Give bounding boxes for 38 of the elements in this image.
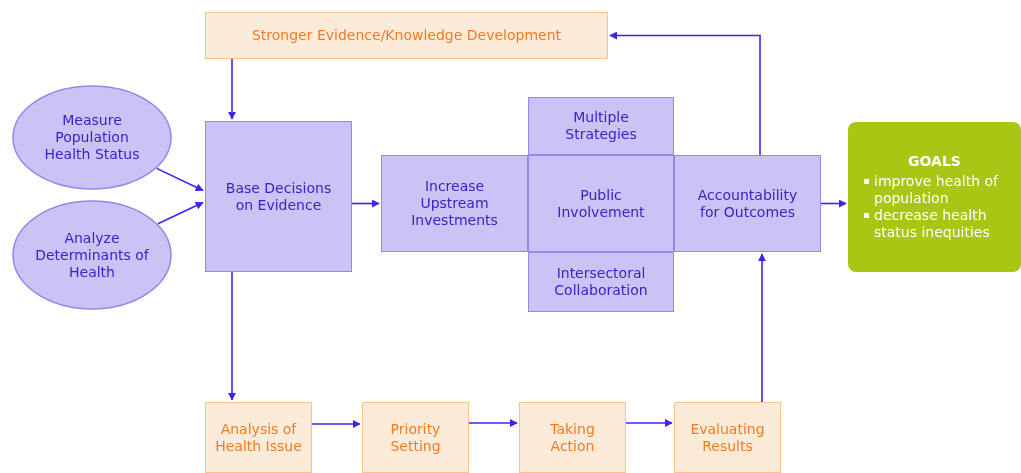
arrow (820, 199, 847, 208)
arrow (758, 253, 766, 403)
process-box (381, 155, 528, 252)
process-box (205, 12, 608, 59)
node-label: Measure Population Health Status (43, 112, 141, 163)
node-label: Stronger Evidence/Knowledge Development (250, 27, 562, 44)
arrow (155, 167, 204, 192)
node-label: Increase Upstream Investments (410, 178, 499, 229)
arrow (228, 271, 236, 401)
process-box (674, 402, 781, 473)
node-label: Evaluating Results (689, 420, 766, 455)
process-box (519, 402, 626, 473)
arrow (351, 199, 380, 208)
node-label: Multiple Strategies (564, 109, 638, 143)
goal-item: decrease health status inequities (864, 207, 1021, 241)
node-label: Intersectoral Collaboration (553, 265, 649, 299)
arrow (228, 58, 236, 120)
arrow (311, 420, 361, 428)
process-box (674, 155, 821, 252)
process-box (528, 252, 674, 312)
node-label: Public Involvement (556, 186, 646, 221)
node-label: Priority Setting (389, 420, 442, 455)
goals-heading: GOALS (908, 153, 961, 169)
process-box (528, 97, 674, 155)
arrow (609, 31, 761, 156)
process-box (205, 121, 352, 272)
process-box (528, 155, 674, 252)
goals-box (848, 122, 1021, 272)
arrow (157, 201, 204, 225)
arrow (625, 419, 673, 427)
node-label: Taking Action (549, 420, 596, 455)
node-label: Analysis of Health Issue (214, 420, 303, 455)
node-label: Analyze Determinants of Health (34, 229, 150, 281)
node-label: Base Decisions on Evidence (224, 179, 333, 214)
node-label: Accountability for Outcomes (696, 186, 799, 221)
process-box (362, 402, 469, 473)
process-box (205, 402, 312, 473)
arrow (468, 419, 518, 427)
